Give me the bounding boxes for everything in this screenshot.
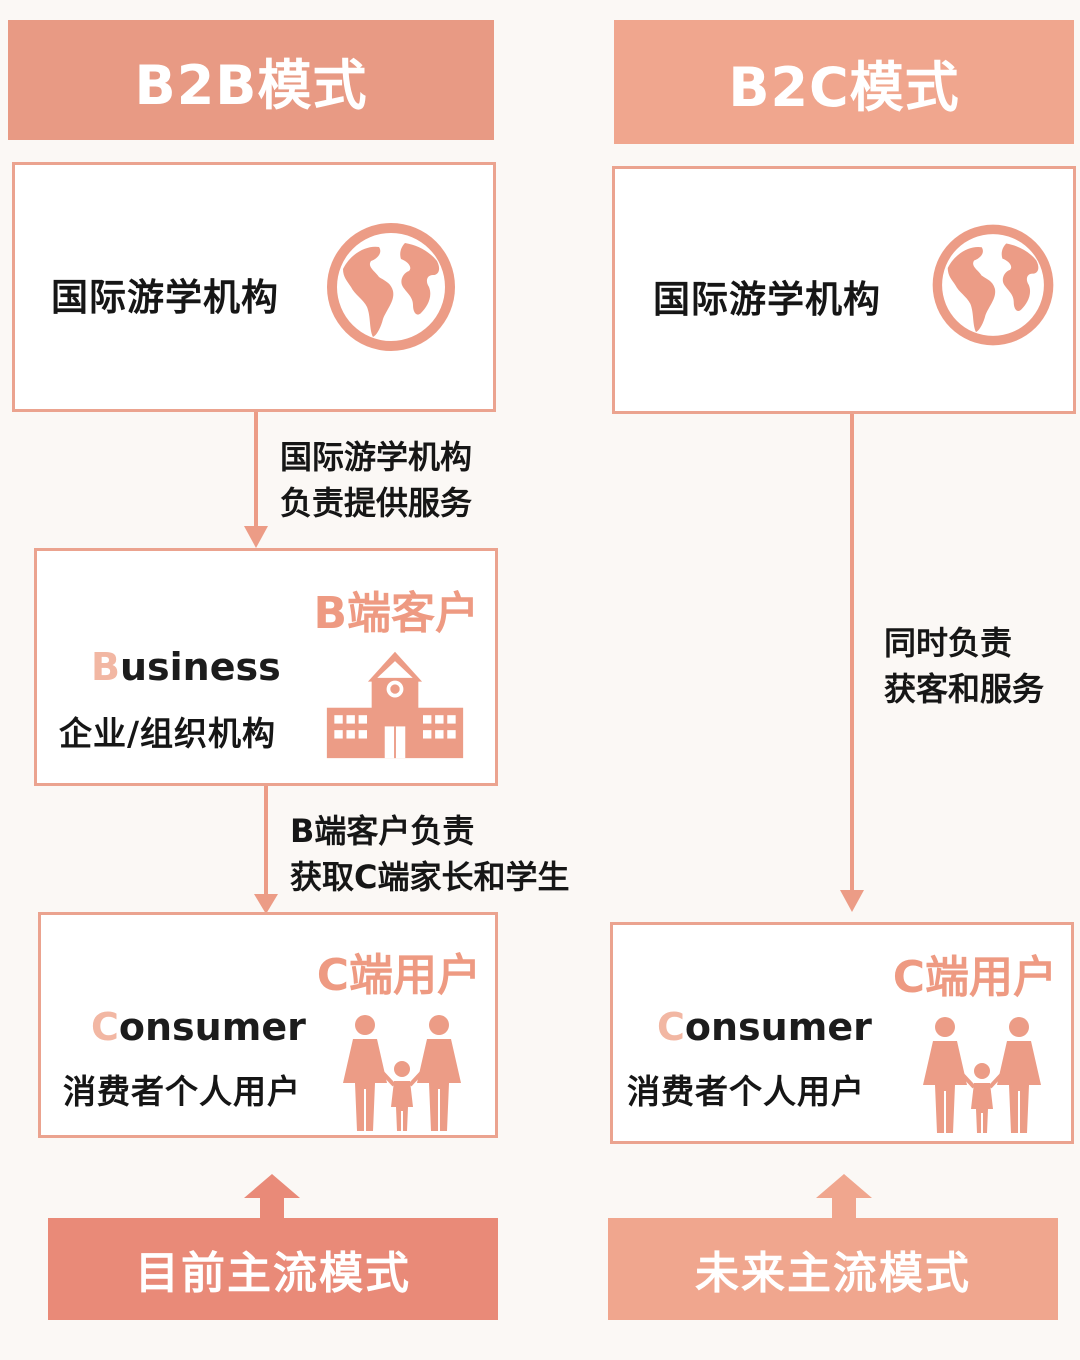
b2c-c-user-card: C端用户 Consumer 消费者个人用户 bbox=[610, 922, 1074, 1144]
b2c-arrow-note-line-1: 同时负责 bbox=[884, 624, 1013, 662]
b2b-footer-label: 目前主流模式 bbox=[135, 1248, 411, 1299]
b2b-header: B2B模式 bbox=[8, 20, 494, 140]
school-building-icon bbox=[325, 647, 465, 761]
b2c-arrow-line bbox=[850, 414, 854, 892]
b2b-footer-up-arrow bbox=[244, 1174, 300, 1220]
b-client-card: B端客户 Business 企业/组织机构 bbox=[34, 548, 498, 786]
b2c-agency-card: 国际游学机构 bbox=[612, 166, 1076, 414]
b2b-c-user-card: C端用户 Consumer 消费者个人用户 bbox=[38, 912, 498, 1138]
b2b-arrow-1-note: 国际游学机构 负责提供服务 bbox=[280, 434, 472, 526]
b2b-arrow-1-note-line-1: 国际游学机构 bbox=[280, 438, 473, 476]
b2c-c-user-english: Consumer bbox=[657, 1005, 872, 1049]
b2b-footer: 目前主流模式 bbox=[48, 1218, 498, 1320]
globe-icon bbox=[927, 219, 1059, 351]
b2c-c-user-title: C端用户 bbox=[892, 952, 1057, 1003]
b-client-english: Business bbox=[91, 645, 281, 689]
b2b-c-user-title: C端用户 bbox=[316, 950, 481, 1001]
b2c-c-user-subtitle: 消费者个人用户 bbox=[627, 1072, 865, 1111]
family-icon bbox=[917, 1015, 1047, 1135]
globe-icon bbox=[321, 217, 461, 357]
b2b-arrow-1-line bbox=[254, 412, 258, 530]
b2c-c-user-english-initial: C bbox=[657, 1005, 685, 1049]
b2c-arrow-head bbox=[840, 890, 864, 912]
b2b-agency-card: 国际游学机构 bbox=[12, 162, 496, 412]
b-client-english-initial: B bbox=[91, 645, 120, 689]
b2b-arrow-2-note: B端客户负责 获取C端家长和学生 bbox=[290, 808, 570, 900]
b-client-subtitle: 企业/组织机构 bbox=[59, 714, 277, 753]
b2b-arrow-2-note-line-2: 获取C端家长和学生 bbox=[290, 858, 570, 896]
b2c-c-user-english-rest: onsumer bbox=[684, 1005, 872, 1049]
family-icon bbox=[337, 1013, 467, 1133]
b2b-arrow-2-note-line-1: B端客户负责 bbox=[290, 812, 475, 850]
b2b-arrow-2-line bbox=[264, 786, 268, 898]
b2b-header-label: B2B模式 bbox=[134, 53, 368, 117]
b2b-c-user-english-initial: C bbox=[91, 1005, 119, 1049]
b2c-agency-label: 国际游学机构 bbox=[653, 278, 881, 321]
b2c-arrow-note-line-2: 获客和服务 bbox=[884, 670, 1045, 708]
b2c-footer-label: 未来主流模式 bbox=[695, 1248, 971, 1299]
b-client-title: B端客户 bbox=[313, 588, 479, 639]
b2c-footer: 未来主流模式 bbox=[608, 1218, 1058, 1320]
b2b-arrow-2-head bbox=[254, 894, 278, 914]
b2b-arrow-1-head bbox=[244, 526, 268, 548]
b2b-c-user-subtitle: 消费者个人用户 bbox=[63, 1072, 301, 1111]
b2b-arrow-1-note-line-2: 负责提供服务 bbox=[280, 484, 473, 522]
b2b-c-user-english-rest: onsumer bbox=[118, 1005, 306, 1049]
b2c-header: B2C模式 bbox=[614, 20, 1074, 144]
b2c-header-label: B2C模式 bbox=[728, 55, 960, 119]
b2c-arrow-note: 同时负责 获客和服务 bbox=[884, 620, 1044, 712]
b2b-agency-label: 国际游学机构 bbox=[51, 276, 279, 319]
b2b-c-user-english: Consumer bbox=[91, 1005, 306, 1049]
b-client-english-rest: usiness bbox=[119, 645, 281, 689]
b2c-footer-up-arrow bbox=[816, 1174, 872, 1220]
